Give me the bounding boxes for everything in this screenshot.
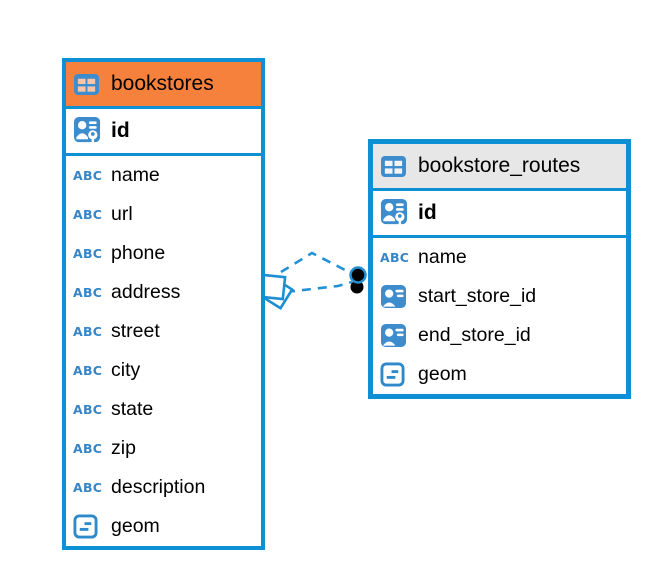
column-name: description [111, 476, 206, 498]
column-name: id [418, 201, 437, 224]
column-row[interactable]: ABC url [66, 195, 261, 234]
column-name: start_store_id [418, 285, 537, 307]
column-row[interactable]: ABC phone [66, 234, 261, 273]
text-type-icon-label: ABC [73, 207, 103, 222]
text-type-icon: ABC [73, 246, 103, 261]
column-name: id [111, 119, 130, 142]
column-name: address [111, 281, 181, 303]
column-name: name [418, 246, 467, 268]
table-header[interactable]: bookstores [66, 62, 261, 109]
column-name: end_store_id [418, 324, 531, 346]
table-title: bookstores [111, 72, 214, 95]
table-icon [380, 155, 410, 178]
primary-key-icon [380, 198, 410, 229]
column-row[interactable]: ABC address [66, 273, 261, 312]
text-type-icon-label: ABC [380, 250, 410, 265]
text-type-icon: ABC [73, 207, 103, 222]
many-end-diamond-marker [259, 273, 294, 310]
column-row[interactable]: ABC city [66, 351, 261, 390]
column-name: name [111, 164, 160, 186]
geometry-type-icon [73, 514, 103, 539]
column-name: state [111, 398, 154, 420]
text-type-icon-label: ABC [73, 363, 103, 378]
relationship-line-1[interactable] [280, 251, 352, 275]
text-type-icon: ABC [380, 250, 410, 265]
text-type-icon: ABC [73, 480, 103, 495]
table-icon [73, 73, 103, 96]
foreign-key-icon [380, 284, 410, 309]
foreign-key-icon [380, 323, 410, 348]
column-row[interactable]: ABC street [66, 312, 261, 351]
column-row[interactable]: ABC zip [66, 429, 261, 468]
text-type-icon-label: ABC [73, 441, 103, 456]
column-name: street [111, 320, 160, 342]
column-row[interactable]: id [66, 109, 261, 156]
column-name: geom [418, 363, 467, 385]
column-name: url [111, 203, 133, 225]
text-type-icon: ABC [73, 324, 103, 339]
table-title: bookstore_routes [418, 154, 581, 177]
relationship-line-2[interactable] [285, 280, 353, 294]
column-row[interactable]: ABC description [66, 468, 261, 507]
column-row[interactable]: geom [373, 355, 626, 394]
primary-key-icon [73, 116, 103, 147]
column-row[interactable]: geom [66, 507, 261, 546]
column-row[interactable]: end_store_id [373, 316, 626, 355]
column-name: city [111, 359, 141, 381]
geometry-type-icon [380, 362, 410, 387]
text-type-icon-label: ABC [73, 480, 103, 495]
text-type-icon-label: ABC [73, 168, 103, 183]
text-type-icon: ABC [73, 402, 103, 417]
text-type-icon-label: ABC [73, 246, 103, 261]
column-row[interactable]: ABC name [66, 156, 261, 195]
one-end-dot-marker [349, 266, 367, 294]
text-type-icon-label: ABC [73, 402, 103, 417]
column-row[interactable]: ABC name [373, 238, 626, 277]
column-row[interactable]: ABC state [66, 390, 261, 429]
table-header[interactable]: bookstore_routes [373, 144, 626, 191]
column-name: phone [111, 242, 166, 264]
column-name: zip [111, 437, 136, 459]
text-type-icon: ABC [73, 441, 103, 456]
text-type-icon: ABC [73, 168, 103, 183]
column-name: geom [111, 515, 160, 537]
column-row[interactable]: start_store_id [373, 277, 626, 316]
text-type-icon: ABC [73, 285, 103, 300]
text-type-icon-label: ABC [73, 324, 103, 339]
text-type-icon: ABC [73, 363, 103, 378]
column-row[interactable]: id [373, 191, 626, 238]
text-type-icon-label: ABC [73, 285, 103, 300]
